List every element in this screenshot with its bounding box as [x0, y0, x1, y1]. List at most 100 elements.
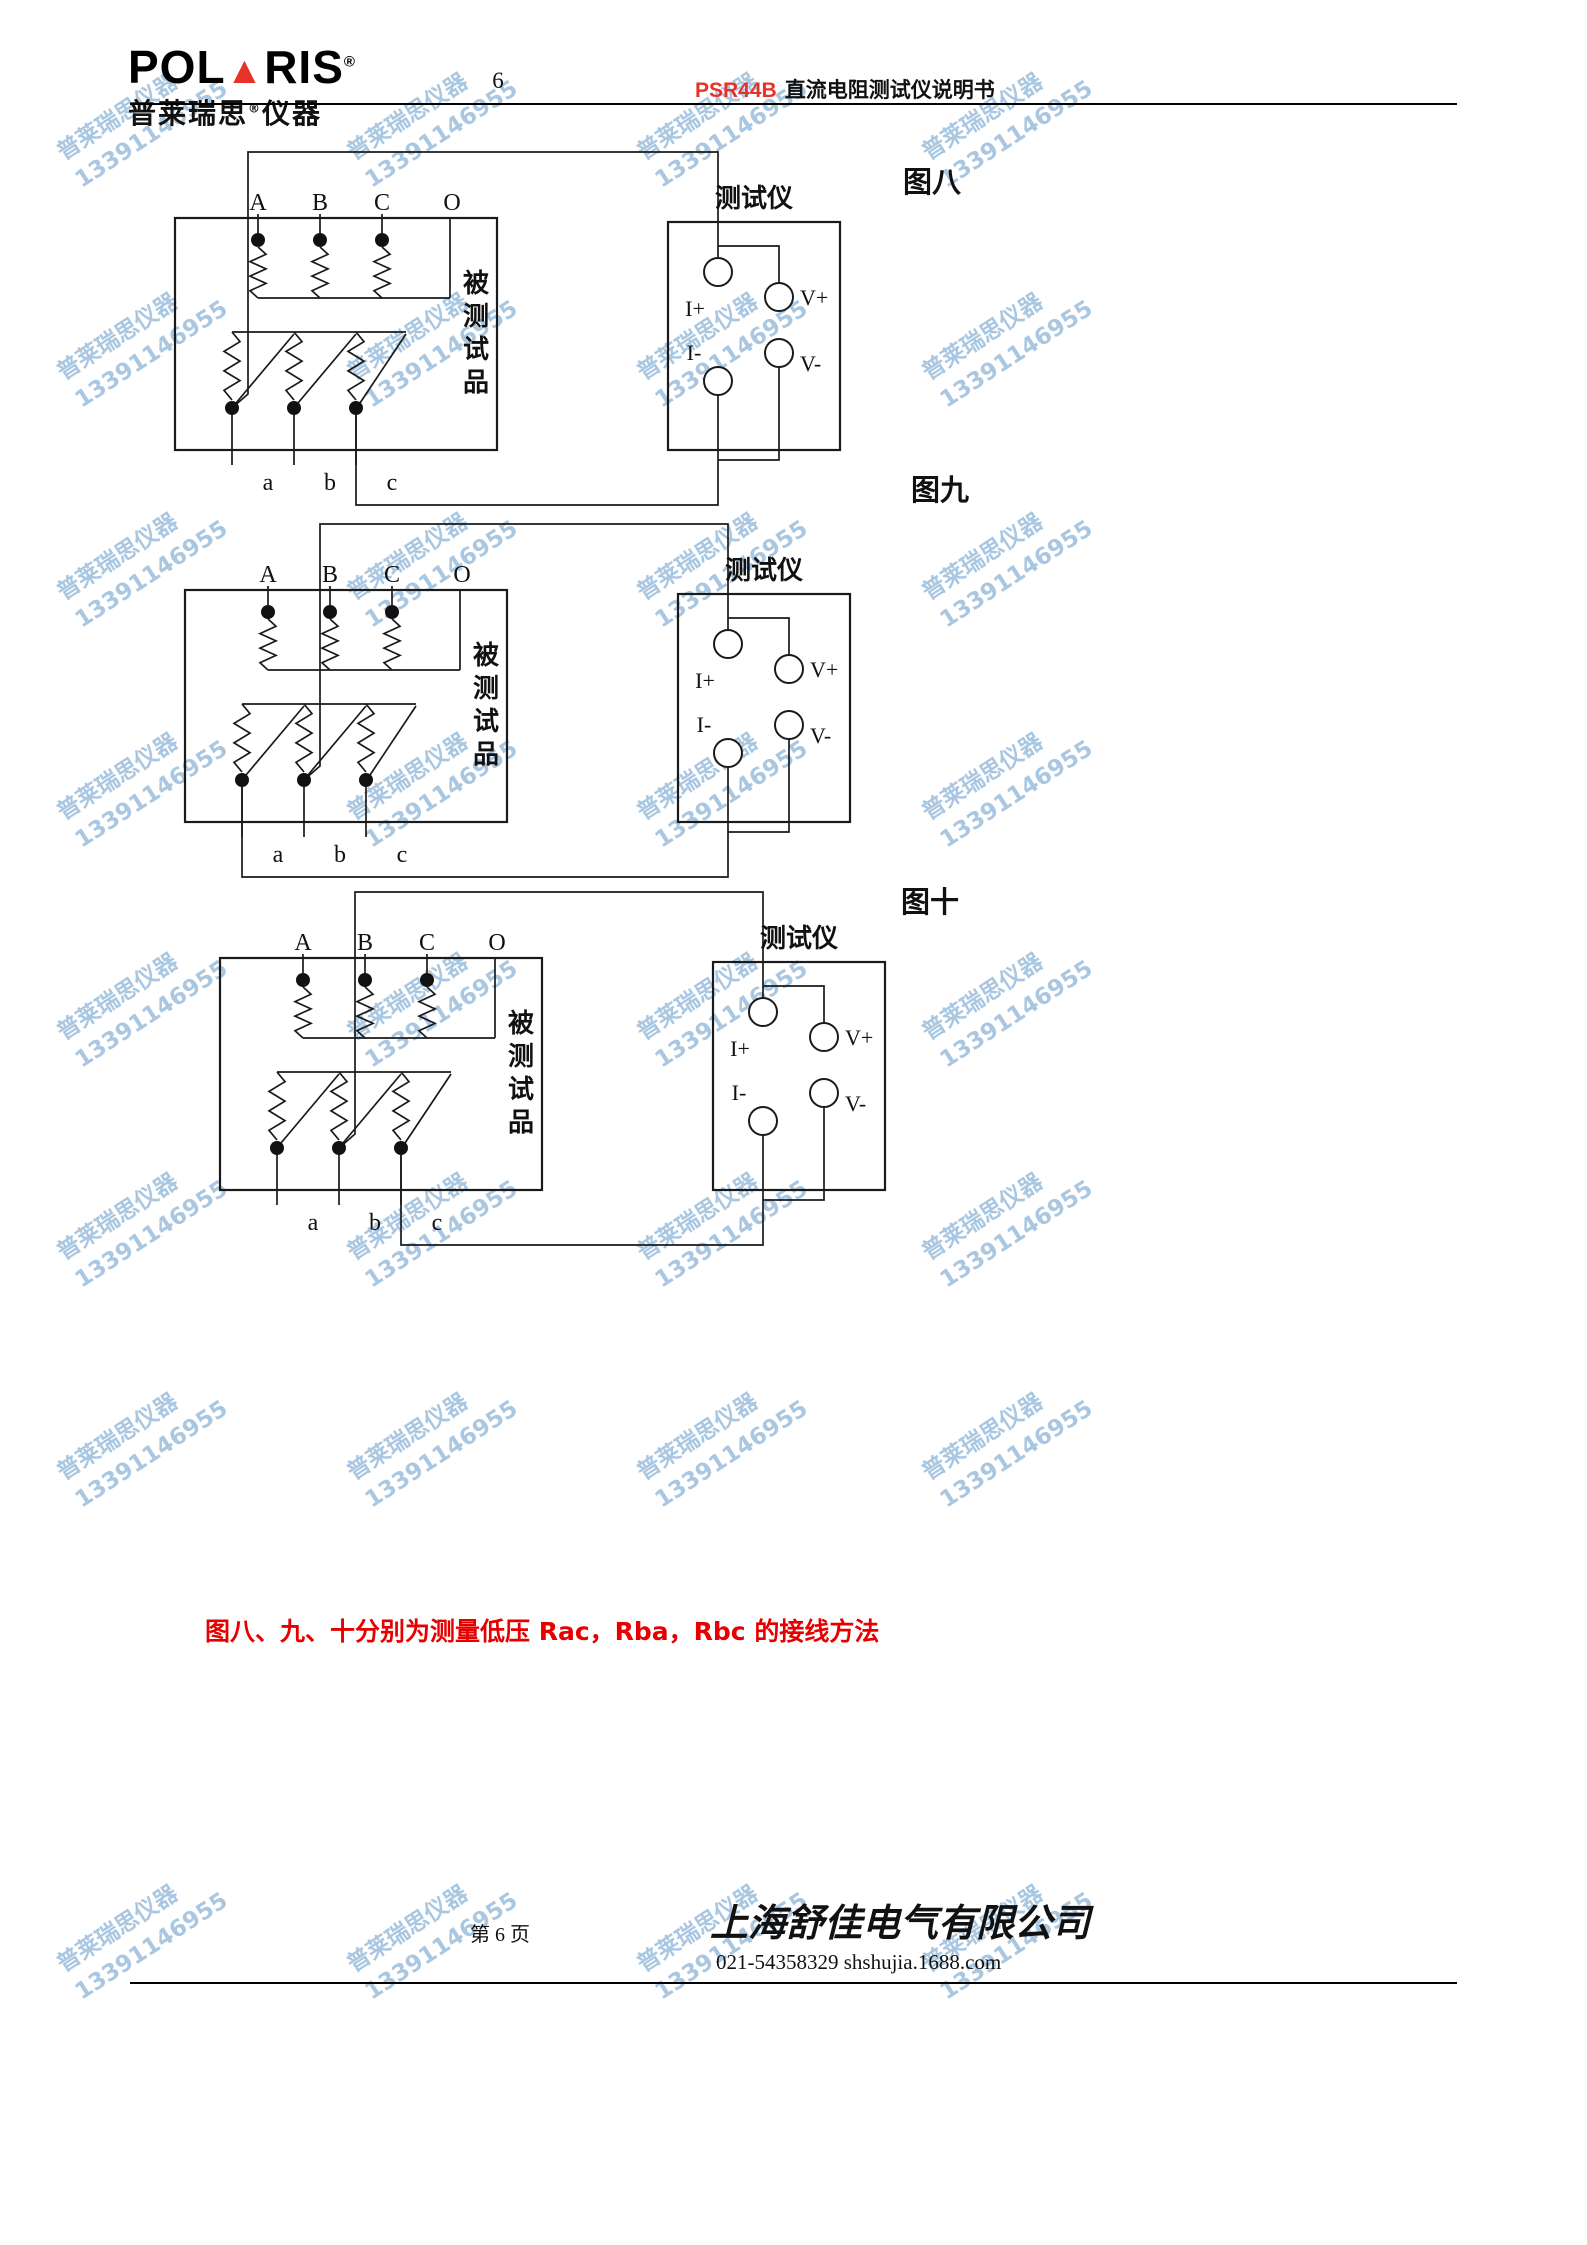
tester-terminal-iminus	[748, 1106, 778, 1136]
hv-terminal-dot	[251, 233, 265, 247]
tester-terminal-iplus	[713, 629, 743, 659]
delta-diagonal	[359, 333, 407, 404]
terminal-label-iminus: I-	[697, 712, 712, 737]
hv-terminal-label: O	[453, 562, 470, 588]
device-label-char: 试	[473, 707, 499, 737]
tester-label: 测试仪	[760, 924, 839, 954]
hv-terminal-label: B	[322, 562, 338, 588]
logo-wordmark: POL▲RIS®	[128, 44, 356, 90]
hv-terminal-label: B	[312, 190, 328, 216]
terminal-label-iminus: I-	[687, 340, 702, 365]
delta-diagonal	[307, 705, 367, 776]
polaris-logo: POL▲RIS® 普莱瑞思®仪器	[128, 44, 356, 132]
delta-diagonal	[342, 1073, 402, 1144]
terminal-label-iplus: I+	[685, 296, 705, 321]
wire-voltage-positive	[763, 985, 825, 1023]
hv-terminal-label: O	[488, 930, 505, 956]
lv-terminal-dot	[297, 773, 311, 787]
wire-voltage-negative	[718, 367, 780, 461]
tester-terminal-vplus	[809, 1022, 839, 1052]
terminal-label-iminus: I-	[732, 1080, 747, 1105]
tester-box	[676, 592, 852, 824]
lv-terminal-dot	[225, 401, 239, 415]
lv-terminal-dot	[394, 1141, 408, 1155]
hv-terminal-dot	[420, 973, 434, 987]
lv-terminal-label: c	[432, 1210, 443, 1236]
hv-winding-zigzag	[247, 246, 269, 299]
footer-rule	[130, 1982, 1457, 1984]
tester-terminal-vplus	[774, 654, 804, 684]
logo-text-ris: RIS	[264, 41, 344, 93]
registered-mark-icon: ®	[248, 101, 263, 116]
terminal-label-iplus: I+	[695, 668, 715, 693]
device-label-char: 测	[473, 674, 499, 704]
lv-winding-zigzag	[391, 1071, 411, 1141]
lv-terminal-dot	[287, 401, 301, 415]
hv-winding-zigzag	[292, 986, 314, 1039]
device-label-char: 品	[463, 368, 489, 398]
doc-title-text: 直流电阻测试仪说明书	[784, 78, 995, 102]
lv-winding-zigzag	[267, 1071, 287, 1141]
tester-terminal-vplus	[764, 282, 794, 312]
logo-triangle-icon: ▲	[225, 50, 265, 92]
hv-winding-zigzag	[354, 986, 376, 1039]
device-label-char: 测	[463, 302, 489, 332]
hv-terminal-dot	[358, 973, 372, 987]
logo-sub-text: 普莱瑞思	[128, 97, 249, 130]
hv-terminal-label: C	[374, 190, 390, 216]
device-box	[183, 588, 509, 824]
wire-current-positive	[231, 151, 719, 409]
lv-terminal-dot	[359, 773, 373, 787]
lv-winding-zigzag	[329, 1071, 349, 1141]
terminal-label-vminus: V-	[845, 1091, 866, 1116]
logo-chinese-name: 普莱瑞思®仪器	[128, 92, 356, 132]
lv-terminal-label: a	[263, 470, 274, 496]
delta-diagonal	[369, 705, 417, 776]
device-label-char: 品	[508, 1108, 534, 1138]
device-label-char: 被	[463, 269, 489, 299]
delta-diagonal	[404, 1073, 452, 1144]
doc-title-model: PSR44B	[695, 79, 777, 102]
hv-terminal-dot	[296, 973, 310, 987]
tester-terminal-iplus	[748, 997, 778, 1027]
wire-voltage-negative	[763, 1107, 825, 1201]
company-name: 上海舒佳电气有限公司	[710, 1900, 1091, 1945]
hv-terminal-label: C	[384, 562, 400, 588]
tester-label: 测试仪	[725, 556, 804, 586]
device-label-char: 试	[463, 335, 489, 365]
hv-terminal-label: A	[259, 562, 277, 588]
lv-terminal-dot	[270, 1141, 284, 1155]
terminal-label-vplus: V+	[845, 1025, 873, 1050]
lv-terminal-label: b	[369, 1210, 381, 1236]
lv-winding-zigzag	[232, 703, 252, 773]
lv-terminal-label: a	[308, 1210, 319, 1236]
hv-winding-zigzag	[416, 986, 438, 1039]
tester-label: 测试仪	[715, 184, 794, 214]
tester-terminal-vminus	[774, 710, 804, 740]
terminal-label-iplus: I+	[730, 1036, 750, 1061]
hv-winding-zigzag	[257, 618, 279, 671]
hv-terminal-dot	[375, 233, 389, 247]
header-rule	[130, 103, 1457, 105]
terminal-label-vplus: V+	[810, 657, 838, 682]
wire-current-positive	[303, 523, 729, 781]
hv-terminal-dot	[385, 605, 399, 619]
doc-title: PSR44B 直流电阻测试仪说明书	[695, 74, 995, 104]
hv-terminal-label: A	[249, 190, 267, 216]
footer-page-number: 第 6 页	[470, 1924, 530, 1946]
device-box	[218, 956, 544, 1192]
registered-mark-icon: ®	[343, 53, 356, 71]
hv-terminal-dot	[323, 605, 337, 619]
lv-winding-zigzag	[284, 331, 304, 401]
lv-terminal-dot	[332, 1141, 346, 1155]
tester-terminal-vminus	[809, 1078, 839, 1108]
lv-terminal-dot	[349, 401, 363, 415]
lv-terminal-dot	[235, 773, 249, 787]
device-label-char: 试	[508, 1075, 534, 1105]
